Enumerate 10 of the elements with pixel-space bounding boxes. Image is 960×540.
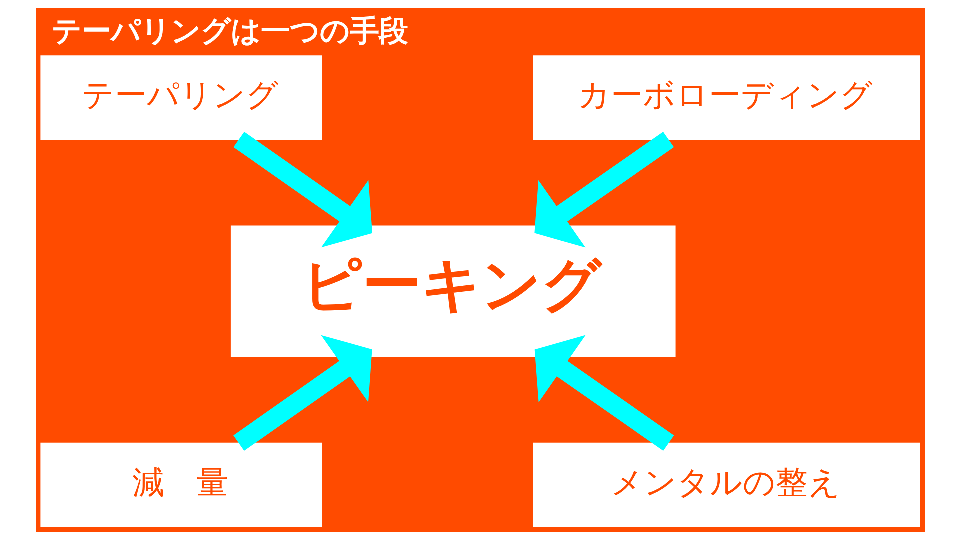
node-box: ピーキング bbox=[230, 226, 676, 358]
arrow bbox=[534, 335, 674, 451]
node-box: 減 量 bbox=[40, 442, 322, 528]
arrow bbox=[233, 335, 372, 451]
node-box: メンタルの整え bbox=[532, 442, 920, 528]
node-box: テーパリング bbox=[40, 56, 322, 140]
arrow bbox=[534, 132, 674, 248]
node-box: カーボローディング bbox=[532, 56, 920, 140]
diagram-title: テーパリングは一つの手段 bbox=[52, 14, 408, 48]
arrow bbox=[233, 132, 372, 248]
